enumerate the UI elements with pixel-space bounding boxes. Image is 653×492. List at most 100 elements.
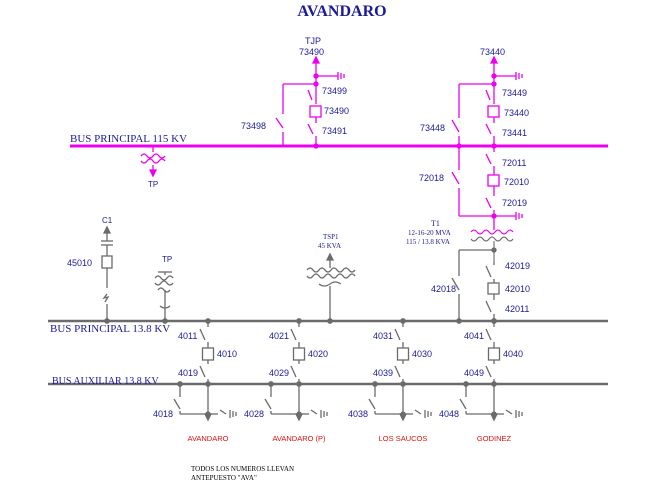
diagram-title: AVANDARO [297,3,386,20]
label-73490: 73490 [324,106,349,116]
disconnector-72011 [485,153,492,165]
hv-line2-bay [451,55,523,149]
disconnector-4039 [394,365,401,378]
note-line-1: TODOS LOS NUMEROS LLEVAN [191,465,294,473]
t1-rating: 12-16-20 MVA [408,229,451,237]
breaker-72010 [487,174,500,187]
label-73441: 73441 [502,128,527,138]
label-42018: 42018 [431,284,456,294]
feeder-bay-2 [264,318,328,422]
disconnector-72018 [451,171,460,185]
feeder-name-2: AVANDARO (P) [272,434,326,443]
label-4048: 4048 [439,409,459,419]
label-4020: 4020 [308,349,328,359]
label-73449: 73449 [502,88,527,98]
ground-symbol-icon [424,410,432,418]
ground-symbol-icon [320,410,328,418]
label-4030: 4030 [412,349,432,359]
feeder-name-4: GODINEZ [477,434,512,443]
ground-symbol-icon [515,72,523,80]
feeder-name-3: LOS SAUCOS [379,434,428,443]
label-4011: 4011 [178,331,197,341]
ground-symbol-icon [229,410,237,418]
label-73499: 73499 [322,86,347,96]
hv-bus-label: BUS PRINCIPAL 115 KV [70,133,187,145]
hv-line1-bay [275,55,345,149]
feeder-bay-3 [368,318,432,422]
disconnector-42018 [451,277,460,291]
t1-ratio: 115 / 13.8 KVA [406,238,450,246]
disconnector-72019 [485,197,492,209]
ground-symbol-icon [515,212,523,220]
breaker-73440 [487,105,500,118]
feeder-bay-4 [459,318,523,422]
label-72010: 72010 [504,177,529,187]
lv-section [48,225,608,422]
disconnector-4018 [173,398,181,410]
disconnector-42011 [485,300,492,313]
label-4010: 4010 [217,349,237,359]
hv-line2-id: 73440 [480,47,505,57]
capacitor-bank-c1 [101,225,113,324]
note-line-2: ANTEPUESTO "AVA" [191,474,257,482]
disconnector-4028 [264,398,272,410]
label-4041: 4041 [464,331,484,341]
disconnector-73448 [451,119,460,133]
breaker-45010 [101,255,113,269]
hv-line1-id: 73490 [299,47,324,57]
label-42011: 42011 [505,304,529,314]
disconnector-4038 [368,398,376,410]
label-73448: 73448 [420,123,445,133]
lv-aux-bus-label: BUS AUXILIAR 13.8 KV [52,376,159,387]
feeder-bay-1 [173,318,237,422]
breaker-4040 [487,347,501,361]
disconnector-73498 [275,117,284,129]
hv-potential-transformer [140,146,166,178]
disconnector-4021 [290,328,297,341]
lv-main-bus-label: BUS PRINCIPAL 13.8 KV [50,323,170,335]
breaker-73490 [309,105,322,118]
disconnector-4049 [485,365,492,378]
disconnector-42019 [485,265,492,278]
label-4019: 4019 [178,368,198,378]
disconnector-4019 [199,365,206,378]
power-transformer-t1 [470,229,514,262]
label-4028: 4028 [244,409,264,419]
breaker-4020 [292,347,306,361]
label-4031: 4031 [373,331,393,341]
label-72018: 72018 [419,173,444,183]
label-4018: 4018 [153,409,173,419]
label-73440: 73440 [504,108,529,118]
disconnector-4041 [485,328,492,341]
tsp-name: TSP1 [323,233,339,241]
lv-potential-transformer [154,271,174,324]
label-42010: 42010 [505,284,530,294]
t1-name: T1 [431,219,440,228]
earth-switch-73499 [307,89,313,101]
disconnector-73441 [485,123,492,135]
label-42019: 42019 [505,261,530,271]
disconnector-4031 [394,328,401,341]
lv-tp-label: TP [162,255,172,264]
breaker-4010 [201,347,215,361]
label-4038: 4038 [348,409,368,419]
ground-symbol-icon [515,410,523,418]
hv-section [70,55,608,230]
earth-switch-73449 [485,89,491,101]
label-4029: 4029 [269,368,289,378]
label-45010: 45010 [67,258,92,268]
service-transformer-tsp1 [306,252,356,324]
label-73498: 73498 [241,121,266,131]
hv-line1-name: TJP [305,36,321,46]
label-72011: 72011 [502,158,526,168]
feeder-name-1: AVANDARO [188,434,229,443]
lv-incoming-bay [451,247,500,324]
capacitor-name: C1 [102,216,113,225]
breaker-42010 [487,282,500,295]
tsp-rating: 45 KVA [318,242,341,250]
feeder-bays [173,318,523,422]
disconnector-4048 [459,398,467,410]
label-4021: 4021 [269,331,289,341]
